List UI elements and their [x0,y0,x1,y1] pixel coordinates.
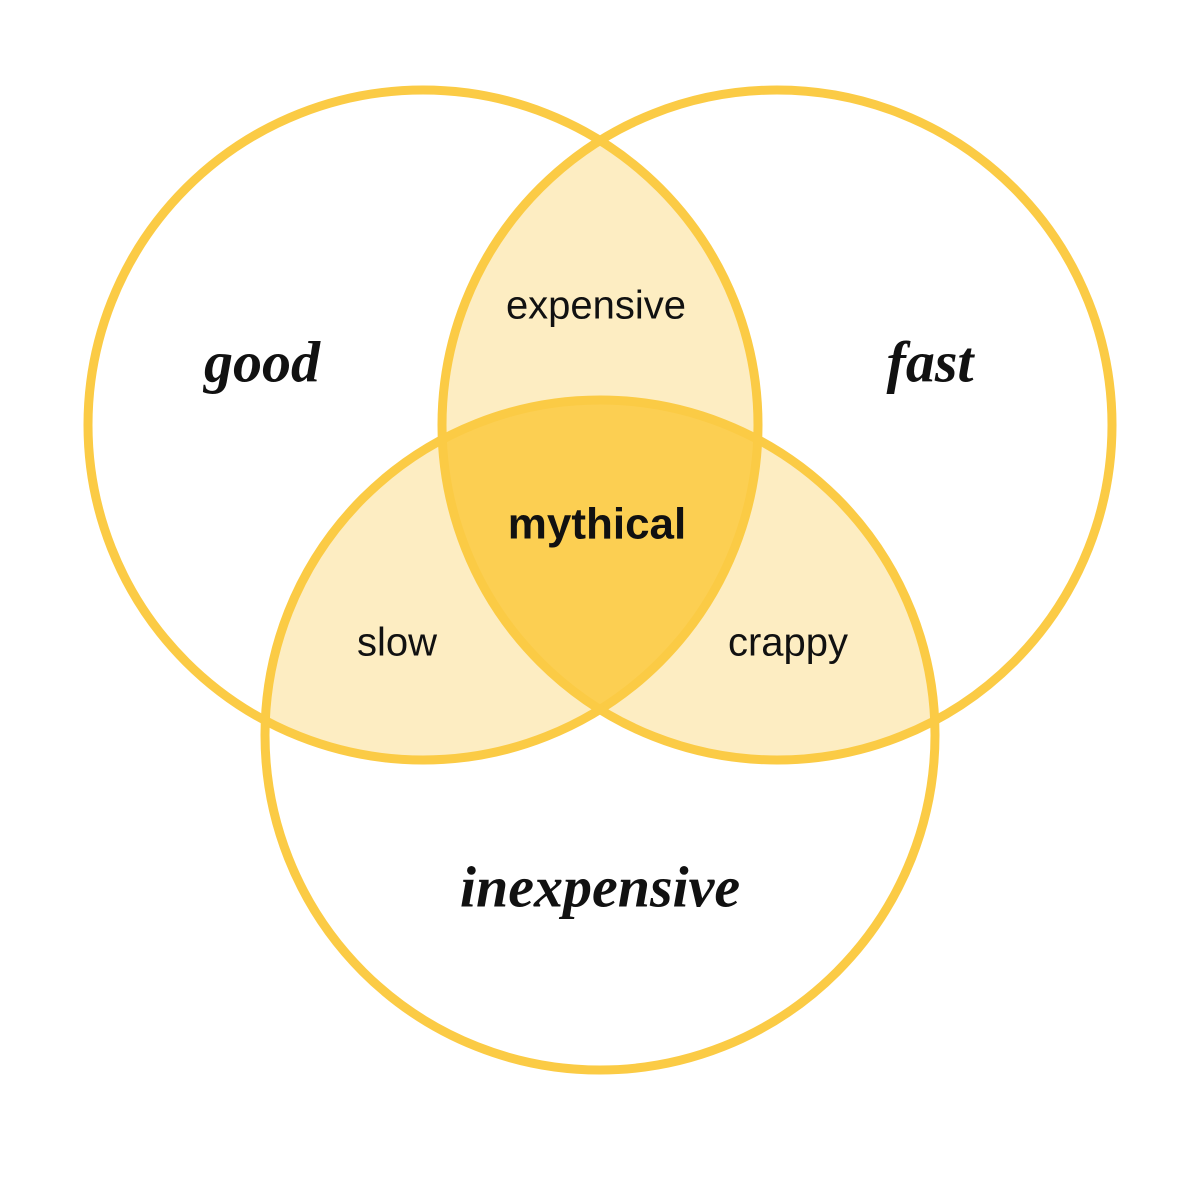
region-label-expensive: expensive [506,284,686,328]
set-label-inexpensive: inexpensive [460,854,740,919]
circle-inexpensive[interactable] [260,395,940,1075]
circle-good[interactable] [83,85,763,765]
set-label-good: good [202,329,321,394]
region-label-mythical: mythical [508,500,687,549]
region-label-crappy: crappy [728,621,848,665]
circle-fast[interactable] [437,85,1117,765]
set-label-fast: fast [887,329,976,394]
region-label-slow: slow [357,621,437,665]
